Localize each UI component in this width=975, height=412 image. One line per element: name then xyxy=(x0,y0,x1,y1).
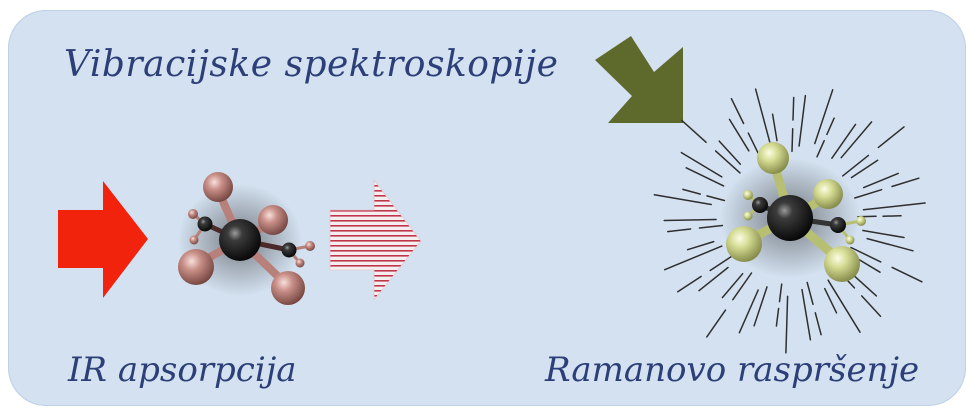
scatter-ray xyxy=(841,154,870,177)
scatter-ray xyxy=(677,275,702,293)
scatter-ray xyxy=(792,96,795,121)
scatter-ray xyxy=(709,254,735,272)
scatter-ray xyxy=(862,229,905,239)
scatter-ray xyxy=(798,94,807,147)
scatter-ray xyxy=(860,295,882,318)
scatter-ray xyxy=(806,281,814,306)
arrow-down-right-icon xyxy=(595,36,683,123)
scatter-ray xyxy=(666,228,692,233)
ir-absorption-label: IR apsorpcija xyxy=(68,350,297,390)
scatter-ray xyxy=(866,237,914,252)
molecule-icon xyxy=(720,142,866,282)
scatter-ray xyxy=(663,245,723,271)
scatter-ray xyxy=(728,118,750,152)
scatter-ray xyxy=(877,126,905,149)
scatter-ray xyxy=(823,287,838,314)
scatter-ray xyxy=(706,195,726,202)
scatter-ray xyxy=(816,139,825,158)
scatter-ray xyxy=(775,307,780,327)
scatter-ray xyxy=(698,224,724,229)
scatter-rays-icon xyxy=(653,88,926,354)
scatter-ray xyxy=(814,312,822,336)
scatter-ray xyxy=(685,167,725,187)
scatter-ray xyxy=(730,97,745,125)
diagram-title: Vibracijske spektroskopije xyxy=(64,44,559,85)
molecule-icon xyxy=(178,172,315,305)
scatter-ray xyxy=(682,188,702,195)
scatter-ray xyxy=(732,272,753,301)
scatter-ray xyxy=(771,113,778,142)
scatter-ray xyxy=(826,117,835,136)
scatter-ray xyxy=(778,283,783,303)
scatter-ray xyxy=(862,202,926,211)
scatter-ray xyxy=(785,295,789,354)
scatter-ray xyxy=(801,288,812,341)
scatter-ray xyxy=(714,150,741,174)
scatter-ray xyxy=(831,123,857,159)
scatter-ray xyxy=(850,246,882,263)
scatter-ray xyxy=(653,194,712,206)
scatter-ray xyxy=(706,309,727,338)
scatter-ray xyxy=(840,121,873,159)
scatter-ray xyxy=(753,286,768,327)
scatter-ray xyxy=(862,172,899,189)
scatter-ray xyxy=(686,240,715,251)
scatter-ray xyxy=(680,151,723,178)
scatter-ray xyxy=(754,88,773,149)
scatter-ray xyxy=(663,218,717,222)
scatter-ray xyxy=(738,289,759,334)
scatter-ray xyxy=(827,279,861,333)
scatter-ray xyxy=(698,266,729,292)
scatter-ray xyxy=(854,188,883,199)
scatter-ray xyxy=(791,128,794,153)
scatter-ray xyxy=(891,266,923,283)
arrow-right-icon xyxy=(58,181,148,298)
scatter-ray xyxy=(718,140,742,165)
scatter-ray xyxy=(721,272,744,299)
scatter-ray xyxy=(891,177,920,188)
scatter-ray xyxy=(681,119,707,144)
scatter-ray xyxy=(850,159,879,179)
striped-arrow-right-icon xyxy=(329,178,422,302)
raman-scattering-label: Ramanovo raspršenje xyxy=(545,350,920,390)
scatter-ray xyxy=(814,89,834,145)
